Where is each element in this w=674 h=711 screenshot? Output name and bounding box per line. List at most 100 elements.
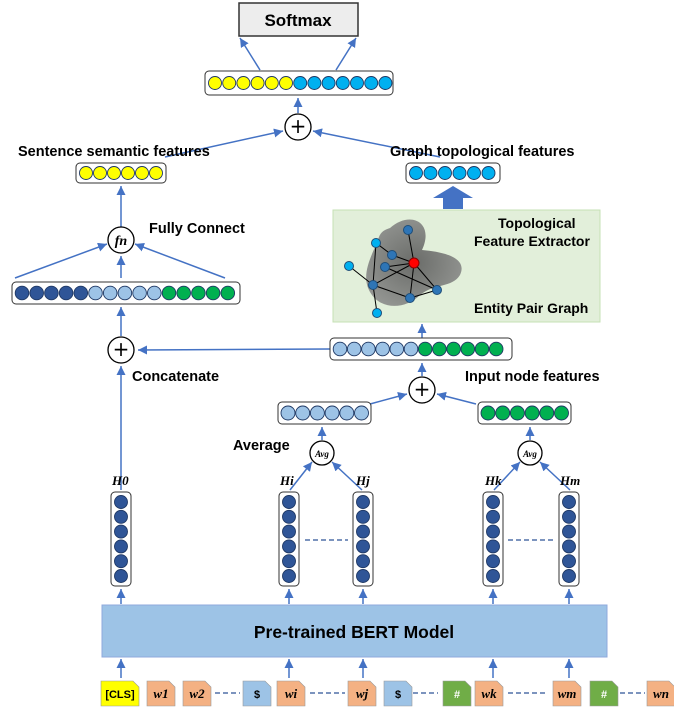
vector-cell bbox=[403, 341, 419, 357]
vector-cell bbox=[562, 509, 576, 524]
input-token: # bbox=[442, 680, 472, 707]
vector-cell bbox=[409, 166, 423, 180]
bert-label: Pre-trained BERT Model bbox=[254, 622, 454, 642]
svg-text:+: + bbox=[113, 337, 130, 361]
graph-nodes bbox=[344, 225, 442, 318]
vector-cell bbox=[264, 76, 279, 90]
hi-label: Hi bbox=[279, 473, 294, 488]
vector-cell bbox=[354, 405, 369, 421]
vector-cell bbox=[339, 405, 355, 421]
vector-cell bbox=[350, 76, 364, 90]
vector-cell bbox=[562, 569, 576, 583]
vector-cell bbox=[282, 495, 296, 509]
vector-cell bbox=[282, 569, 296, 583]
extractor-label-2: Feature Extractor bbox=[474, 233, 590, 249]
vector-cell bbox=[280, 405, 296, 421]
vector-cell bbox=[432, 341, 447, 357]
vector-cell bbox=[495, 405, 511, 421]
fully-connect-label: Fully Connect bbox=[149, 221, 245, 237]
vector-cell bbox=[488, 341, 504, 357]
vector-cell bbox=[509, 405, 525, 421]
vector-cell bbox=[205, 285, 221, 301]
concatenate-label: Concatenate bbox=[132, 369, 219, 385]
svg-text:+: + bbox=[290, 114, 307, 138]
vector-cell bbox=[121, 166, 135, 180]
vector-cell bbox=[135, 166, 149, 180]
vector-cell bbox=[346, 341, 362, 357]
vector-cell bbox=[361, 341, 376, 357]
vector-cell bbox=[114, 509, 128, 524]
sentence-features-label: Sentence semantic features bbox=[18, 144, 210, 160]
vector-cell bbox=[452, 166, 467, 180]
vector-cell bbox=[58, 285, 74, 301]
token-text: wn bbox=[653, 686, 669, 701]
h0-label: H0 bbox=[111, 473, 129, 488]
vector-cell bbox=[417, 341, 433, 357]
token-text: wi bbox=[285, 686, 298, 701]
vector-cell bbox=[114, 539, 128, 554]
input-token: wn bbox=[646, 680, 674, 707]
hm-label: Hm bbox=[559, 473, 580, 488]
token-text: w1 bbox=[153, 686, 168, 701]
vector-cell bbox=[332, 341, 348, 357]
graph-feature-vector bbox=[405, 162, 501, 184]
vector-cell bbox=[356, 524, 370, 539]
softmax-label: Softmax bbox=[264, 11, 332, 30]
vector-cell bbox=[486, 569, 500, 583]
vector-cell bbox=[460, 341, 476, 357]
avg-symbol-left: Avg bbox=[314, 449, 329, 459]
vector-cell bbox=[356, 539, 370, 554]
vector-cell bbox=[44, 285, 59, 301]
vector-cell bbox=[562, 495, 576, 509]
vector-cell bbox=[282, 539, 296, 554]
vector-cell bbox=[14, 285, 30, 301]
input-token: $ bbox=[383, 680, 413, 707]
input-token: wj bbox=[347, 680, 377, 707]
vector-cell bbox=[147, 285, 162, 301]
vector-cell bbox=[93, 166, 107, 180]
vector-cell bbox=[423, 166, 438, 180]
bert-box bbox=[101, 604, 608, 658]
combined-feature-vector bbox=[204, 70, 394, 96]
vector-cell bbox=[335, 76, 350, 90]
vector-cell bbox=[29, 285, 44, 301]
token-text: $ bbox=[395, 689, 401, 701]
vector-cell bbox=[107, 166, 121, 180]
vector-cell bbox=[554, 405, 569, 421]
fn-node bbox=[107, 226, 135, 254]
vector-cell bbox=[114, 524, 128, 539]
avg-symbol-right: Avg bbox=[522, 449, 537, 459]
token-text: wj bbox=[356, 686, 369, 701]
vector-cell bbox=[524, 405, 540, 421]
softmax-box bbox=[238, 2, 359, 37]
vector-cell bbox=[282, 554, 296, 569]
average-label: Average bbox=[233, 438, 290, 454]
plus-node-top bbox=[284, 113, 312, 141]
vector-cell bbox=[309, 405, 325, 421]
vector-cell bbox=[438, 166, 452, 180]
vector-cell bbox=[486, 495, 500, 509]
avg-node-right bbox=[517, 440, 543, 466]
sentence-feature-vector bbox=[75, 162, 167, 184]
token-text: wk bbox=[481, 686, 497, 701]
hj-label: Hj bbox=[355, 473, 370, 488]
vector-cell bbox=[562, 539, 576, 554]
vector-cell bbox=[356, 495, 370, 509]
input-token: # bbox=[589, 680, 619, 707]
plus-node-input bbox=[408, 376, 436, 404]
block-arrow bbox=[433, 186, 473, 209]
vector-cell bbox=[307, 76, 322, 90]
token-text: $ bbox=[254, 689, 260, 701]
vector-cell bbox=[282, 524, 296, 539]
vector-cell bbox=[191, 285, 206, 301]
vector-cell bbox=[486, 539, 500, 554]
token-text: [CLS] bbox=[105, 689, 135, 701]
input-node-label: Input node features bbox=[465, 369, 600, 385]
vector-cell bbox=[114, 569, 128, 583]
vector-cell bbox=[73, 285, 89, 301]
vector-cell bbox=[481, 166, 496, 180]
vector-cell bbox=[295, 405, 311, 421]
vector-cell bbox=[480, 405, 496, 421]
vector-cell bbox=[378, 76, 393, 90]
